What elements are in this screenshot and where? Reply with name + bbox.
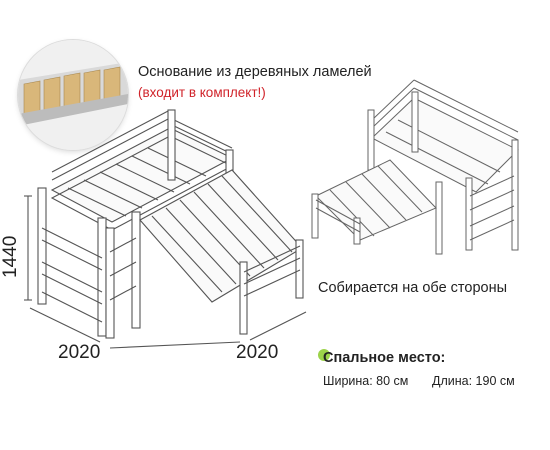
width-dimension-right: 2020 (236, 342, 279, 363)
slats-icon (18, 40, 128, 150)
slats-caption: Основание из деревяных ламелей (138, 64, 372, 80)
green-dot-icon (318, 349, 330, 361)
both-sides-caption: Собирается на обе стороны (318, 280, 508, 296)
sleeping-width: Ширина: 80 см (323, 374, 409, 388)
slats-photo (18, 40, 128, 150)
main-bed-drawing (24, 109, 307, 349)
alternate-bed-drawing (311, 79, 519, 255)
included-note: (входит в комплект!) (138, 85, 266, 100)
height-dimension: 1440 (0, 235, 21, 278)
width-dimension-left: 2020 (58, 342, 101, 363)
sleeping-place-title: Спальное место: (323, 350, 446, 366)
sleeping-length: Длина: 190 см (432, 374, 515, 388)
